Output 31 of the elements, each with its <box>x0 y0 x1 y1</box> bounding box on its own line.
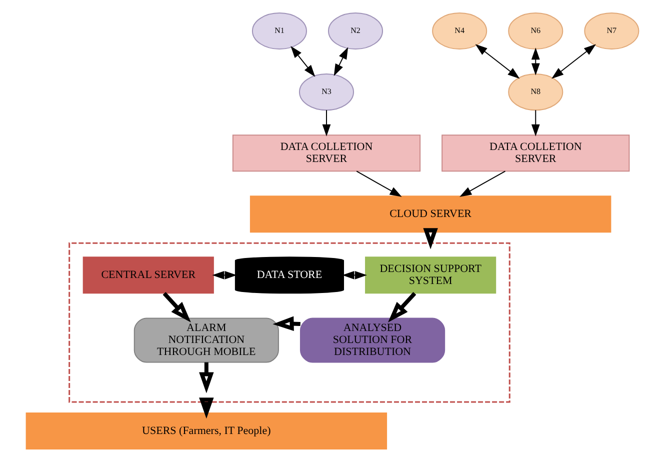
arrow <box>334 46 348 76</box>
arrow <box>199 362 214 393</box>
arrow <box>475 44 520 78</box>
arrow <box>460 170 506 196</box>
cluster <box>68 242 510 402</box>
node-ellipse: N1 <box>252 12 307 50</box>
arrow <box>322 109 331 136</box>
arrow <box>290 46 316 76</box>
arrow <box>356 170 402 196</box>
node-box: ANALYSED SOLUTION FOR DISTRIBUTION <box>300 317 446 362</box>
node-ellipse: N6 <box>508 12 564 50</box>
node-ellipse: N4 <box>432 12 488 50</box>
arrow <box>423 228 438 249</box>
node-box: DATA COLLETION SERVER <box>442 134 630 172</box>
arrow <box>199 397 214 418</box>
node-ellipse: N8 <box>508 73 564 110</box>
arrow <box>531 109 540 136</box>
node-ellipse: N2 <box>328 12 384 50</box>
arrow <box>162 292 191 322</box>
node-box: ALARM NOTIFICATION THROUGH MOBILE <box>134 317 279 362</box>
node-box: CENTRAL SERVER <box>82 256 214 294</box>
node-box: DECISION SUPPORT SYSTEM <box>365 256 496 294</box>
node-ellipse: N7 <box>584 12 640 50</box>
node-ellipse: N3 <box>298 73 354 110</box>
node-box: USERS (Farmers, IT People) <box>26 412 388 449</box>
arrow <box>388 292 416 322</box>
node-box: DATA COLLETION SERVER <box>232 134 421 172</box>
arrow <box>552 44 596 78</box>
arrow <box>342 270 367 279</box>
arrow <box>212 270 237 279</box>
arrow <box>531 47 540 75</box>
